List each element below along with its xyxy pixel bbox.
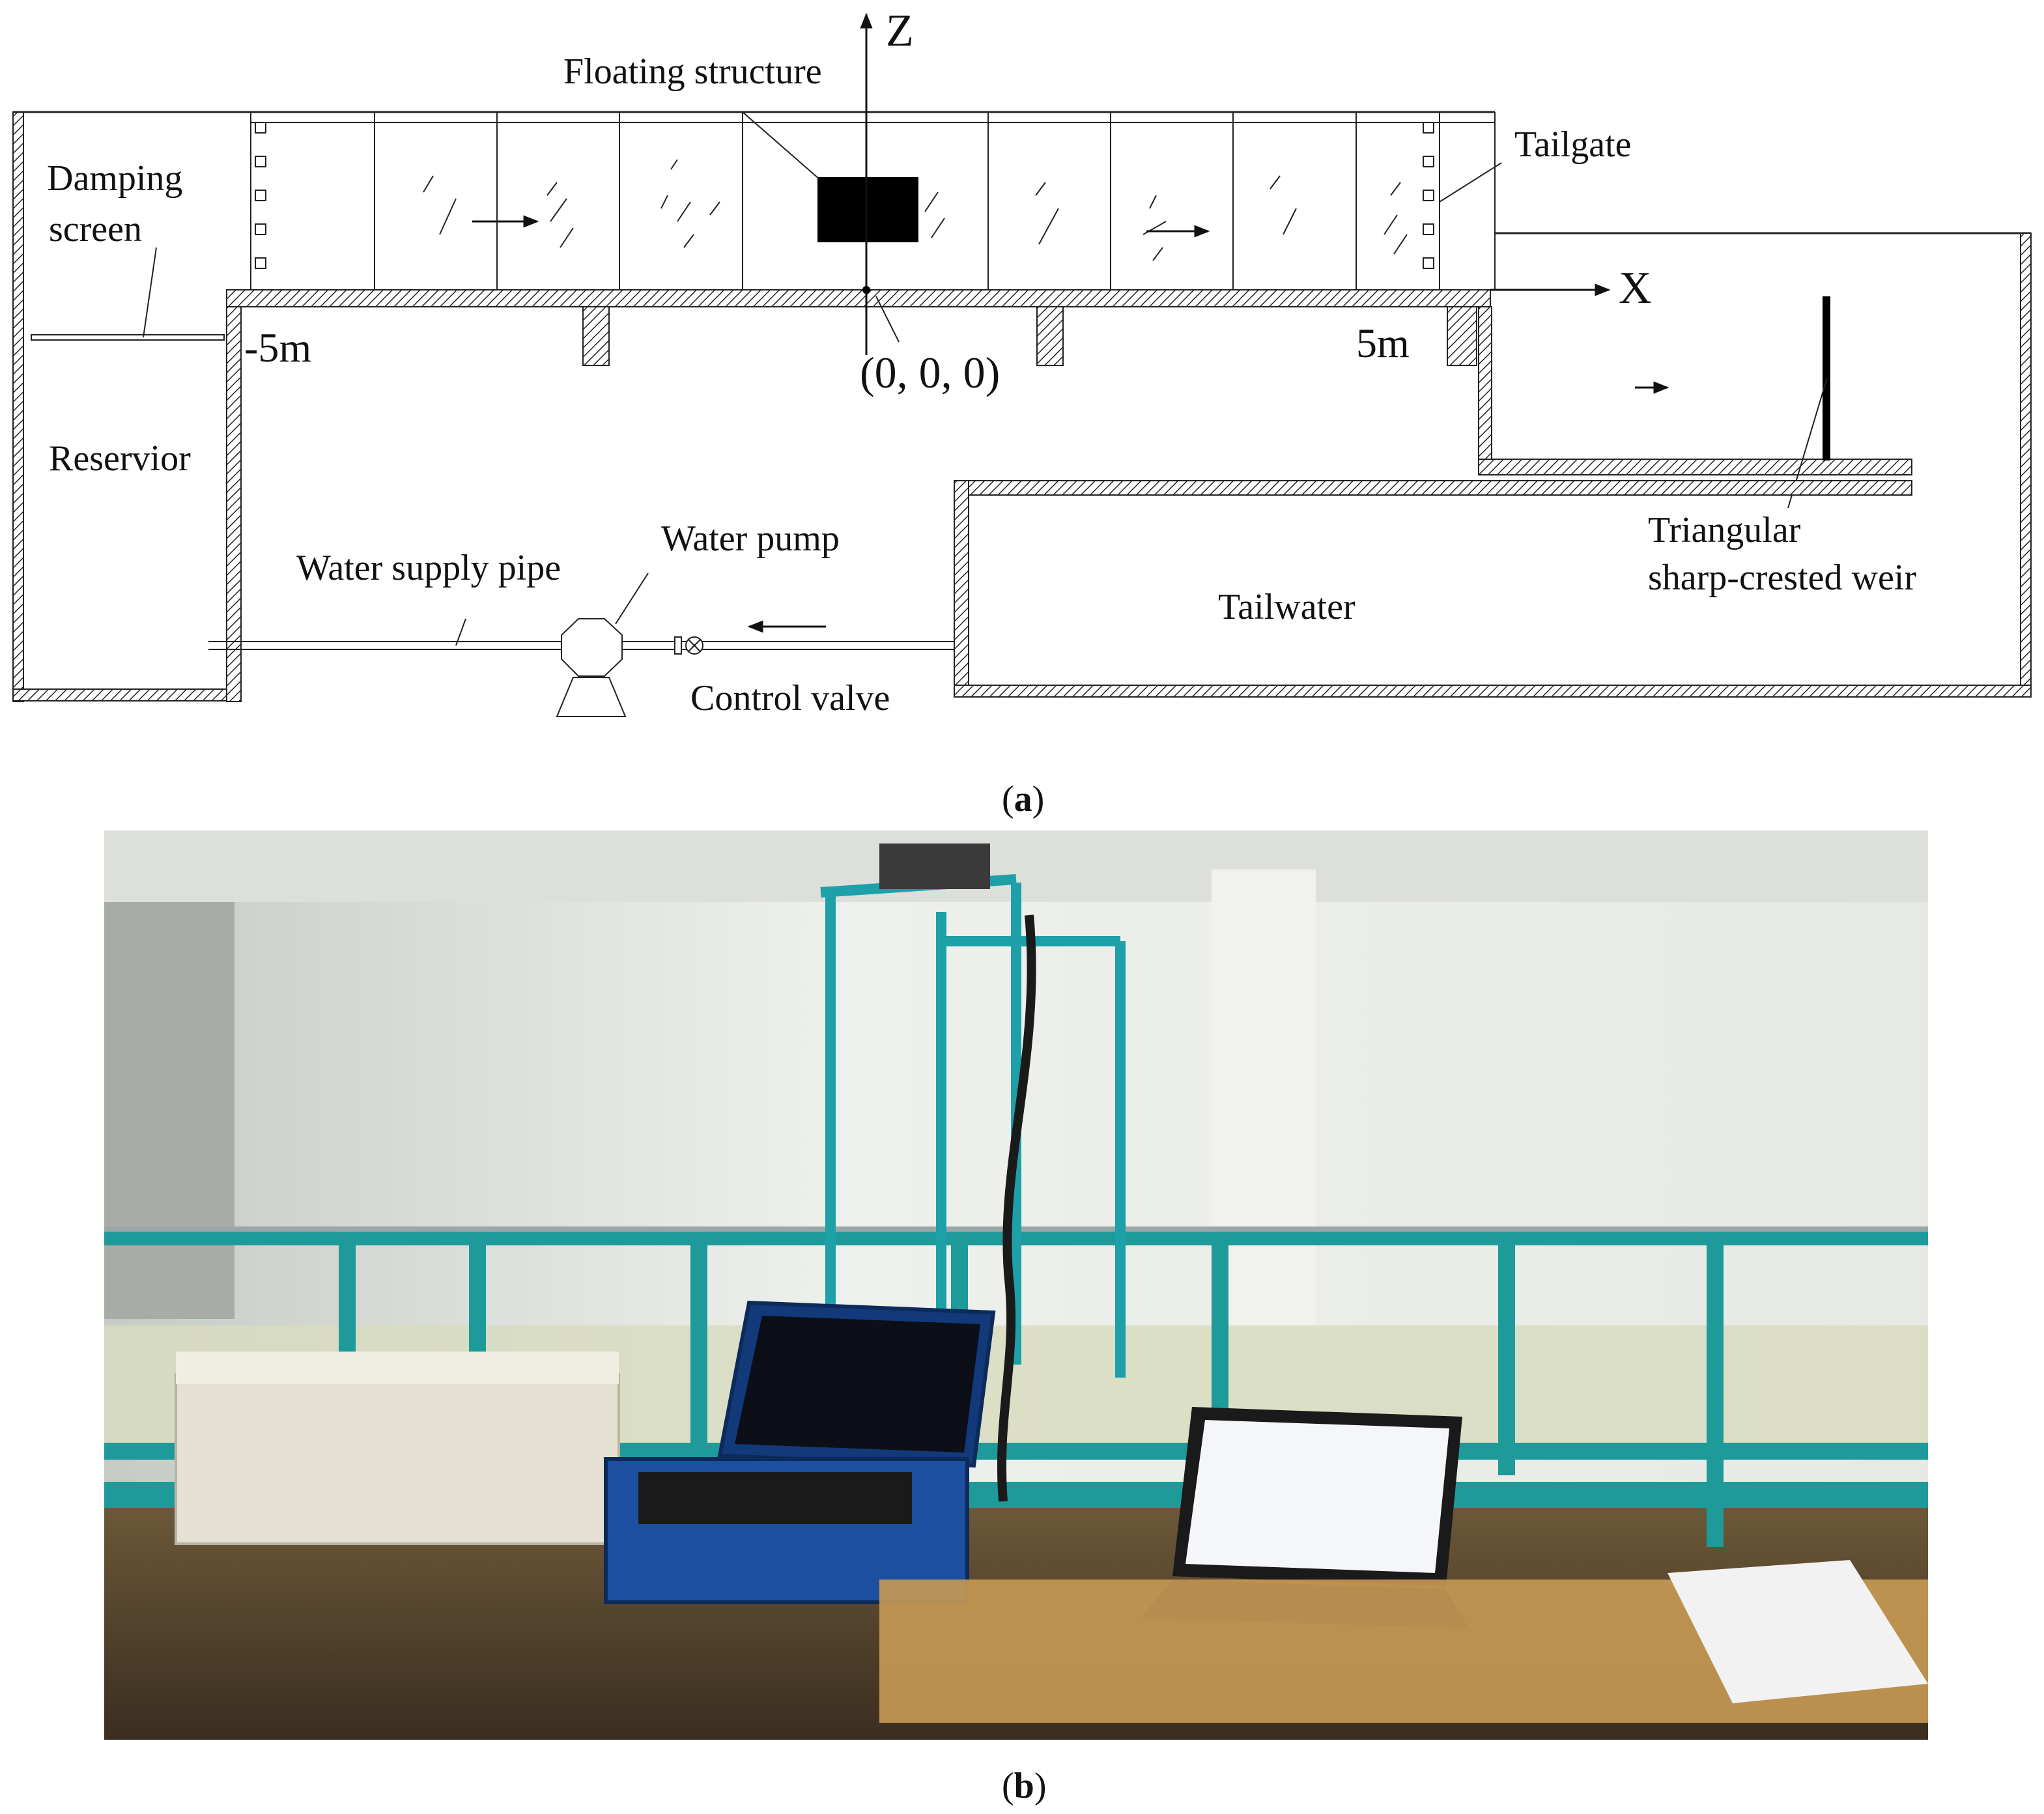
tailwater-label: Tailwater [1218,587,1356,627]
glass-marks [423,159,1408,261]
mounted-sensor [879,843,990,889]
wall-corner [104,902,234,1319]
damping-screen-label-1: Damping [47,158,182,199]
damping-screen [31,247,225,341]
papers [1668,1560,1928,1703]
z-axis-label: Z [886,6,914,56]
wall-pillar [1212,870,1316,1325]
control-valve [674,636,703,655]
acquisition-keypad [638,1472,912,1524]
origin-dot [862,286,870,294]
sensor-cable [997,914,1036,1502]
control-box-top [176,1352,619,1384]
water-pump [556,573,649,717]
reservoir-walls [12,111,251,702]
control-valve-label: Control valve [690,678,890,718]
acquisition-case-screen [735,1316,980,1453]
x-axis-label: X [1619,263,1652,313]
triangular-weir-label-1: Triangular [1648,510,1801,550]
caption-b: (b) [1002,1766,1046,1806]
floating-structure-leader [742,111,820,180]
origin-label: (0, 0, 0) [860,348,1000,397]
plus-5m-label: 5m [1356,320,1410,366]
tailwater-tank [954,480,2032,698]
downstream-tank [1478,232,2032,698]
caption-a: (a) [1002,779,1044,819]
water-pump-label: Water pump [661,518,840,559]
minus-5m-label: -5m [244,324,311,371]
reservoir-label: Reservior [49,438,191,479]
flume-photograph [104,830,1928,1740]
floating-structure-label: Floating structure [563,51,822,92]
origin-leader [875,296,900,343]
flume-channel [226,111,1496,366]
floating-structure [817,177,918,242]
damping-screen-label-2: screen [49,209,142,249]
water-supply-pipe-label: Water supply pipe [296,548,561,588]
triangular-weir-label-2: sharp-crested weir [1648,558,1916,598]
laptop-screen [1185,1420,1449,1573]
control-box [175,1373,620,1545]
inlet-grid [255,122,266,269]
tailgate-grid [1423,122,1502,269]
tailgate-label: Tailgate [1514,124,1632,165]
